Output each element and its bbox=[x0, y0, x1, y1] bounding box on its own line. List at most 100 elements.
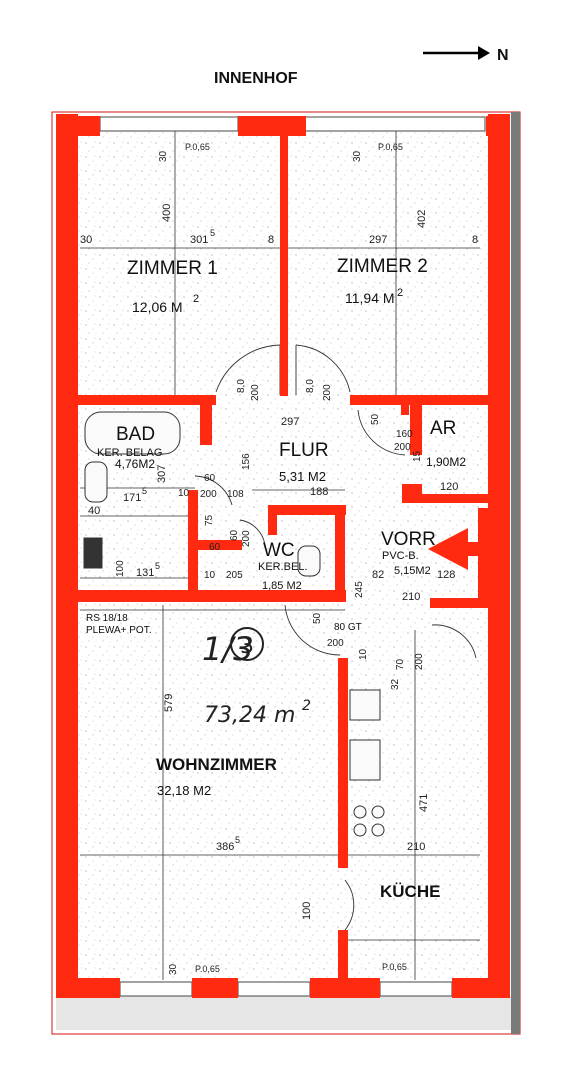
dim-210-b: 210 bbox=[407, 841, 425, 853]
dim-400: 400 bbox=[161, 204, 173, 222]
room-name-wc: WC bbox=[263, 540, 295, 561]
dim-301: 301 bbox=[190, 234, 208, 246]
dim-8-a: 8 bbox=[268, 234, 274, 246]
dim-10-a: 10 bbox=[178, 488, 190, 499]
door-swings bbox=[194, 344, 477, 931]
dim-301-sup: 5 bbox=[210, 228, 215, 238]
dim-p065-tl: P.0,65 bbox=[185, 142, 210, 152]
dim-60-b: 60 bbox=[209, 542, 221, 553]
dim-200-e: 200 bbox=[241, 530, 252, 547]
dim-160: 160 bbox=[396, 429, 413, 440]
dim-82: 82 bbox=[372, 569, 384, 581]
dim-100-b: 100 bbox=[301, 902, 313, 920]
dim-50-b: 50 bbox=[312, 612, 323, 624]
north-arrow-icon bbox=[423, 46, 490, 60]
dim-171-sup: 5 bbox=[142, 486, 147, 496]
room-area-sup-zimmer2: 2 bbox=[397, 287, 403, 299]
total-area-sup: 2 bbox=[302, 698, 311, 714]
dim-245: 245 bbox=[354, 581, 365, 598]
dim-32: 32 bbox=[390, 678, 401, 690]
room-floor-bad: KER. BELAG bbox=[97, 447, 162, 459]
dim-30-a: 30 bbox=[158, 150, 169, 162]
dim-30-b: 30 bbox=[352, 150, 363, 162]
dim-156: 156 bbox=[241, 453, 252, 470]
unit-number: 1/3 bbox=[202, 630, 254, 668]
room-name-zimmer2: ZIMMER 2 bbox=[337, 256, 428, 277]
dim-30-d: 30 bbox=[168, 963, 179, 975]
dim-402: 402 bbox=[416, 210, 428, 228]
room-name-flur: FLUR bbox=[279, 440, 329, 461]
dim-200-f: 200 bbox=[327, 638, 344, 649]
dim-200-b: 200 bbox=[322, 384, 333, 401]
dim-8-b: 8 bbox=[472, 234, 478, 246]
dim-100-a: 100 bbox=[115, 560, 126, 577]
entrance-arrow-icon bbox=[428, 528, 488, 570]
dim-8-0-b: 8,0 bbox=[305, 379, 316, 393]
room-area-flur: 5,31 M2 bbox=[279, 469, 326, 484]
dim-297-a: 297 bbox=[369, 234, 387, 246]
total-area: 73,24 m bbox=[204, 703, 295, 728]
dim-210-a: 210 bbox=[402, 591, 420, 603]
dim-200-d: 200 bbox=[200, 489, 217, 500]
room-name-bad: BAD bbox=[116, 424, 155, 445]
dim-128: 128 bbox=[437, 569, 455, 581]
room-floor-wc: KER.BEL. bbox=[258, 561, 308, 573]
dim-60-c: 60 bbox=[229, 529, 240, 541]
dimension-labels: P.0,65 P.0,65 30 30 30 400 402 301 5 8 2… bbox=[80, 142, 478, 975]
dim-50: 50 bbox=[370, 413, 381, 425]
room-area-sup-zimmer1: 2 bbox=[193, 293, 199, 305]
dim-471: 471 bbox=[418, 794, 430, 812]
dim-8-0: 8,0 bbox=[236, 379, 247, 393]
room-area-vorr: 5,15M2 bbox=[394, 565, 431, 577]
dim-p065-br: P.0,65 bbox=[382, 962, 407, 972]
dim-10-b: 10 bbox=[204, 570, 216, 581]
north-label: N bbox=[497, 47, 509, 64]
dim-579: 579 bbox=[163, 694, 175, 712]
unit-circle-number: 3 bbox=[240, 634, 254, 659]
room-name-kueche: KÜCHE bbox=[380, 882, 440, 901]
dim-307: 307 bbox=[156, 465, 168, 483]
room-floor-vorr: PVC-B. bbox=[382, 550, 419, 562]
room-name-wohnzimmer: WOHNZIMMER bbox=[156, 755, 277, 774]
dim-108: 108 bbox=[227, 489, 244, 500]
right-scan-edge bbox=[511, 112, 520, 1034]
dim-131-sup: 5 bbox=[155, 561, 160, 571]
room-name-vorr: VORR bbox=[381, 529, 436, 550]
dim-200-a: 200 bbox=[250, 384, 261, 401]
dimension-lines bbox=[80, 125, 480, 980]
bath-fixtures bbox=[83, 411, 385, 837]
dim-30-c: 30 bbox=[80, 234, 92, 246]
room-area-wohnzimmer: 32,18 M2 bbox=[157, 783, 211, 798]
dim-p065-tr: P.0,65 bbox=[378, 142, 403, 152]
dim-200-c: 200 bbox=[394, 442, 411, 453]
dim-205: 205 bbox=[226, 570, 243, 581]
courtyard-label: INNENHOF bbox=[214, 70, 298, 87]
bottom-scan-edge bbox=[56, 996, 518, 1030]
dim-297-b: 297 bbox=[281, 416, 299, 428]
dim-p065-bl: P.0,65 bbox=[195, 964, 220, 974]
dim-40: 40 bbox=[88, 505, 100, 517]
dim-10-c: 10 bbox=[358, 648, 369, 660]
room-name-zimmer1: ZIMMER 1 bbox=[127, 258, 218, 279]
gt-note: 80 GT bbox=[334, 622, 362, 633]
room-area-wc: 1,85 M2 bbox=[262, 580, 302, 592]
dim-386-sup: 5 bbox=[235, 835, 240, 845]
heater-note-2: PLEWA+ POT. bbox=[86, 625, 151, 636]
room-area-bad: 4,76M2 bbox=[115, 457, 155, 471]
dim-75: 75 bbox=[204, 514, 215, 526]
dim-200-g: 200 bbox=[414, 653, 425, 670]
dim-15: 15 bbox=[412, 450, 423, 462]
windows bbox=[99, 116, 486, 997]
room-area-zimmer2: 11,94 M bbox=[345, 290, 395, 306]
dim-131: 131 bbox=[136, 567, 154, 579]
dim-386: 386 bbox=[216, 841, 234, 853]
unit-circle bbox=[230, 627, 264, 661]
dim-120: 120 bbox=[440, 481, 458, 493]
heater-note: RS 18/18 bbox=[86, 613, 128, 624]
dim-70: 70 bbox=[395, 658, 406, 670]
room-name-ar: AR bbox=[430, 418, 456, 439]
dim-188: 188 bbox=[310, 486, 328, 498]
room-area-ar: 1,90M2 bbox=[426, 455, 466, 469]
room-area-zimmer1: 12,06 M bbox=[132, 299, 183, 315]
